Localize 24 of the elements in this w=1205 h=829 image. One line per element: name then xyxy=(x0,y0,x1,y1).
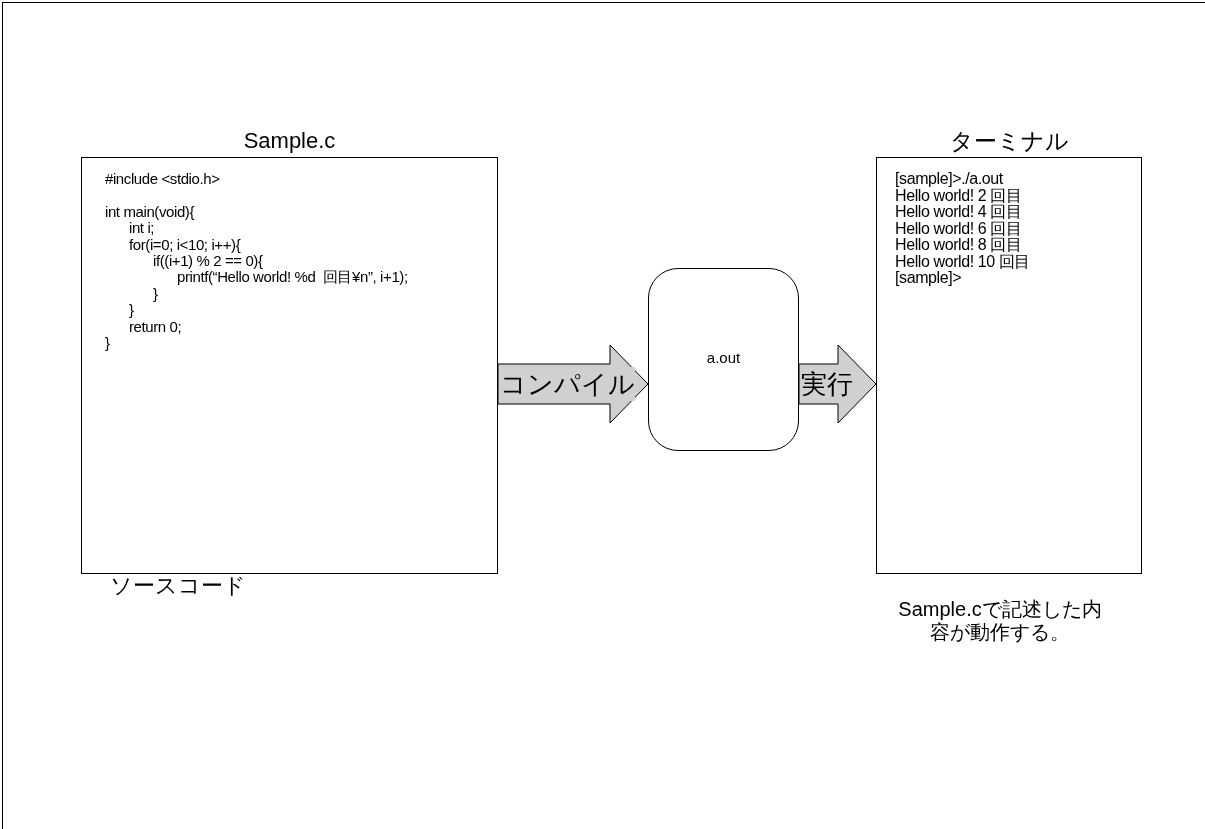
caption-text: ソースコード xyxy=(108,574,247,597)
output-line: Hello world! 2 回目 xyxy=(895,187,1022,204)
code-line: #include <stdio.h> xyxy=(105,171,220,187)
output-line: Hello world! 8 回目 xyxy=(895,237,1022,253)
caption-text: Sample.cで記述した内容が動作する。 xyxy=(897,598,1103,644)
code-line: for(i=0; i<10; i++){ xyxy=(129,236,241,253)
box-heading: Sample.c xyxy=(242,127,337,155)
code-line: int i; xyxy=(129,220,155,237)
box-heading: ターミナル xyxy=(948,127,1070,155)
output-line: [sample]> xyxy=(895,270,962,286)
output-line: Hello world! 6 回目 xyxy=(895,220,1022,237)
code-line: printf(“Hello world! %d 回目¥n”, i+1); xyxy=(177,269,408,286)
code-line: if((i+1) % 2 == 0){ xyxy=(153,253,263,269)
output-line: [sample]>./a.out xyxy=(895,171,1003,187)
box-label: a.out xyxy=(705,349,742,367)
code-line: } xyxy=(105,335,110,351)
code-line: return 0; xyxy=(129,318,182,335)
code-line: } xyxy=(153,285,158,302)
output-line: Hello world! 4 回目 xyxy=(895,204,1022,220)
edge-label: コンパイル xyxy=(500,367,635,401)
rounded-box xyxy=(648,268,799,451)
output-line: Hello world! 10 回目 xyxy=(895,253,1031,270)
code-line: int main(void){ xyxy=(105,203,195,220)
code-line: } xyxy=(129,302,134,319)
